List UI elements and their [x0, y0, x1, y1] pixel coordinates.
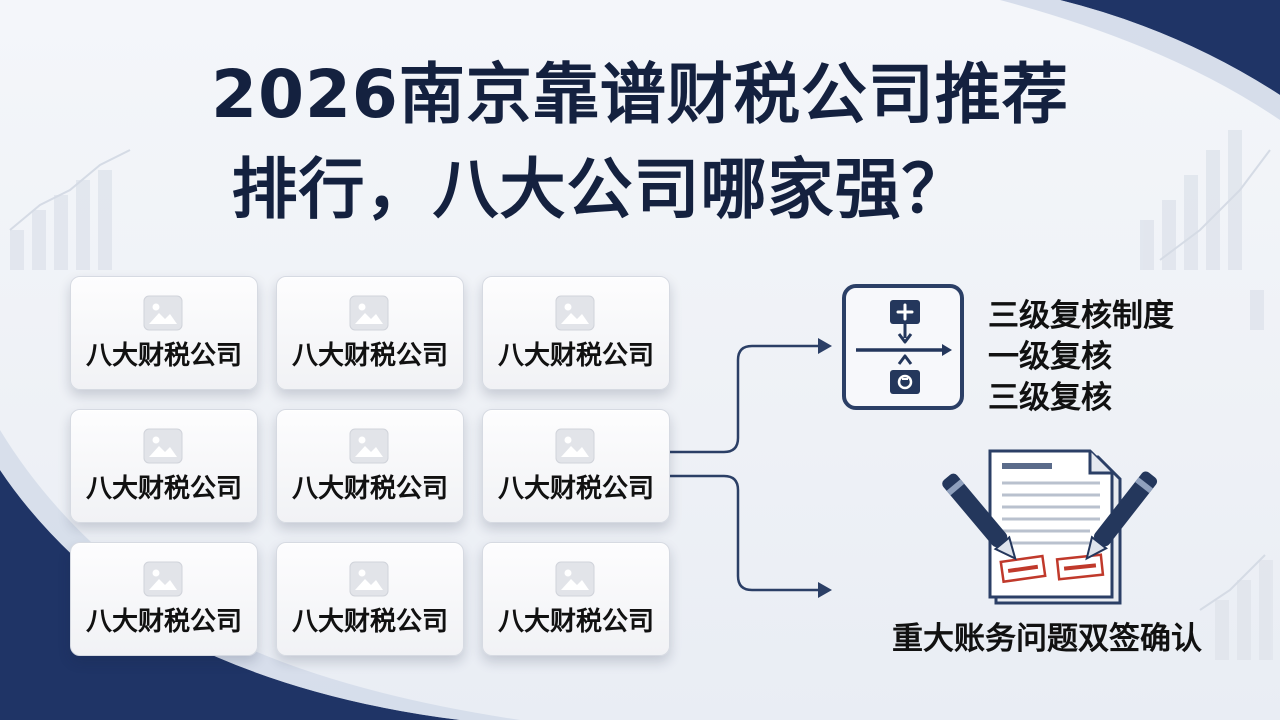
- review-line-1: 三级复核制度: [988, 298, 1174, 334]
- company-card-label: 八大财税公司: [497, 341, 654, 371]
- company-card-label: 八大财税公司: [85, 341, 242, 371]
- company-card-3[interactable]: 八大财税公司: [482, 276, 670, 390]
- company-card-2[interactable]: 八大财税公司: [276, 276, 464, 390]
- company-card-label: 八大财税公司: [497, 474, 654, 504]
- company-card-label: 八大财税公司: [85, 474, 242, 504]
- company-card-label: 八大财税公司: [291, 607, 448, 637]
- image-placeholder-icon: [555, 561, 595, 597]
- review-line-3: 三级复核: [988, 380, 1112, 416]
- review-process-icon: [856, 300, 952, 394]
- company-card-6[interactable]: 八大财税公司: [482, 409, 670, 523]
- company-card-label: 八大财税公司: [291, 341, 448, 371]
- image-placeholder-icon: [349, 561, 389, 597]
- review-line-2: 一级复核: [988, 339, 1112, 375]
- review-process-text: 三级复核制度 一级复核 三级复核: [988, 296, 1174, 419]
- image-placeholder-icon: [143, 428, 183, 464]
- image-placeholder-icon: [555, 428, 595, 464]
- company-card-7[interactable]: 八大财税公司: [70, 542, 258, 656]
- double-signature-document-icon: [942, 449, 1158, 605]
- image-placeholder-icon: [143, 561, 183, 597]
- company-card-1[interactable]: 八大财税公司: [70, 276, 258, 390]
- company-card-5[interactable]: 八大财税公司: [276, 409, 464, 523]
- image-placeholder-icon: [555, 295, 595, 331]
- company-card-label: 八大财税公司: [291, 474, 448, 504]
- company-card-9[interactable]: 八大财税公司: [482, 542, 670, 656]
- company-card-label: 八大财税公司: [85, 607, 242, 637]
- page-title-line-2: 排行，八大公司哪家强？: [231, 151, 969, 228]
- company-card-label: 八大财税公司: [497, 607, 654, 637]
- review-process-icon-box: [842, 284, 964, 410]
- company-card-8[interactable]: 八大财税公司: [276, 542, 464, 656]
- page-title-line-1: 2026南京靠谱财税公司推荐: [211, 56, 1069, 133]
- image-placeholder-icon: [349, 428, 389, 464]
- image-placeholder-icon: [143, 295, 183, 331]
- signature-caption: 重大账务问题双签确认: [892, 621, 1202, 657]
- image-placeholder-icon: [349, 295, 389, 331]
- company-card-4[interactable]: 八大财税公司: [70, 409, 258, 523]
